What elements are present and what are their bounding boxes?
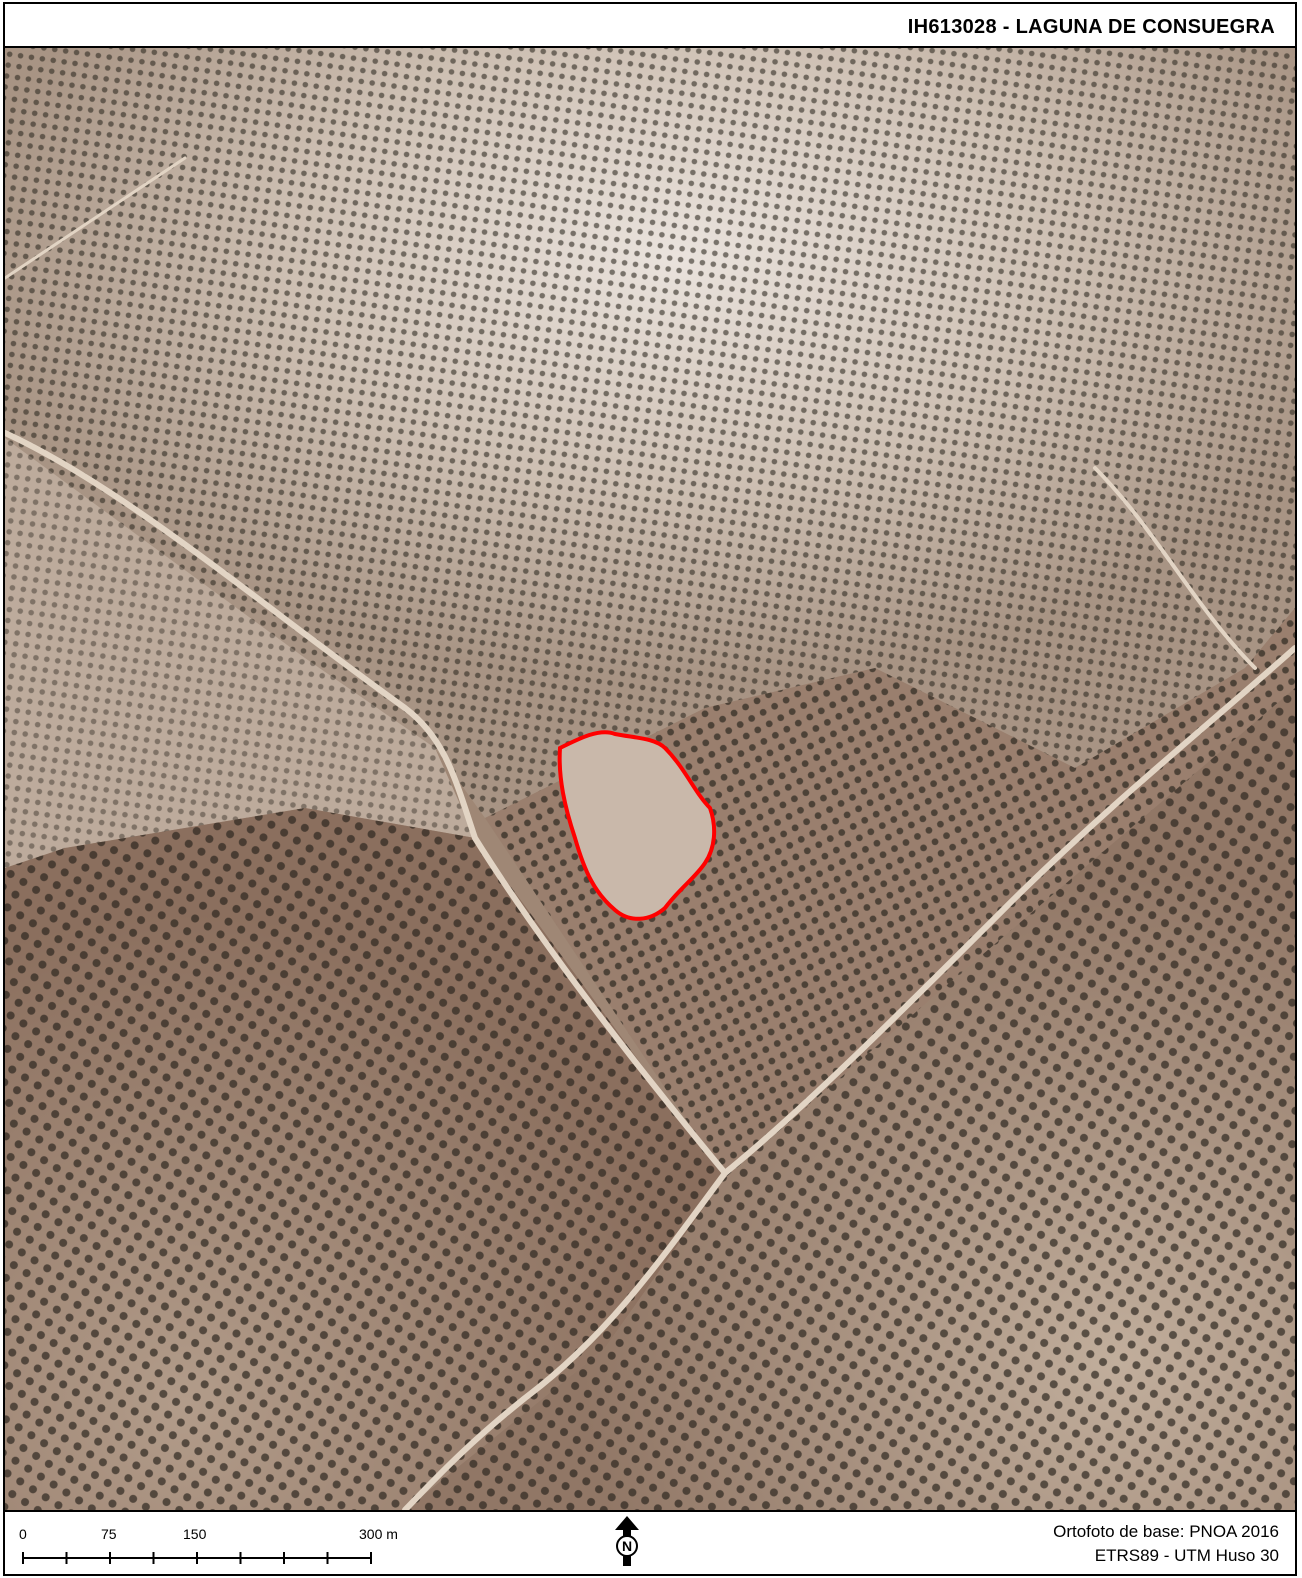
wetland-boundary[interactable]: [557, 730, 717, 921]
credits-crs: ETRS89 - UTM Huso 30: [1094, 1546, 1279, 1565]
north-letter: N: [622, 1538, 632, 1554]
olive-grove-southwest: [5, 808, 725, 1510]
scale-label-0: 0: [19, 1526, 27, 1542]
map-title: IH613028 - LAGUNA DE CONSUEGRA: [907, 16, 1275, 38]
credits-orthophoto: Ortofoto de base: PNOA 2016: [1053, 1522, 1279, 1541]
scale-label-75: 75: [101, 1526, 117, 1542]
scale-bar: 0 75 150 300 m: [19, 1520, 399, 1570]
olive-grove-west: [5, 438, 475, 868]
olive-grove-southeast: [405, 688, 1295, 1510]
orthophoto-map[interactable]: [5, 46, 1295, 1512]
title-bar: IH613028 - LAGUNA DE CONSUEGRA: [5, 4, 1295, 46]
scale-label-300: 300 m: [359, 1526, 398, 1542]
orthophoto-svg: [5, 48, 1295, 1510]
scale-label-150: 150: [183, 1526, 207, 1542]
north-arrow: N: [611, 1514, 643, 1570]
scale-graphic: [22, 1552, 372, 1564]
north-arrow-icon: N: [615, 1516, 639, 1566]
roads: [5, 156, 1295, 1510]
map-footer: 0 75 150 300 m N Ortofoto de base: PNOA …: [5, 1512, 1295, 1574]
olive-grove-central: [485, 608, 1295, 1178]
map-credits: Ortofoto de base: PNOA 2016 ETRS89 - UTM…: [1053, 1520, 1279, 1568]
olive-grove-north: [5, 48, 1295, 818]
